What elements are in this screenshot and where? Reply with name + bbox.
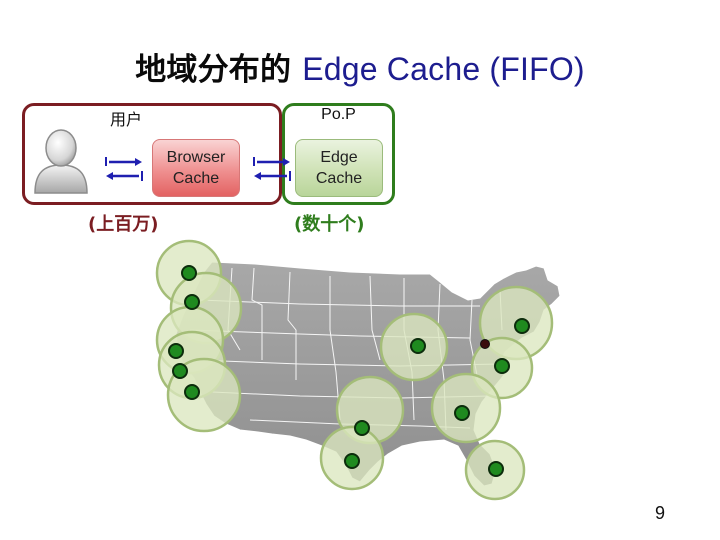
user-avatar-icon xyxy=(34,129,88,194)
bidirectional-arrow-icon xyxy=(253,157,291,181)
pop-node-icon xyxy=(172,363,188,379)
title-chinese: 地域分布的 xyxy=(135,52,292,88)
title-english: Edge Cache (FIFO) xyxy=(302,51,585,87)
pop-node-icon xyxy=(184,384,200,400)
page-title: 地域分布的 Edge Cache (FIFO) xyxy=(0,44,720,89)
origin-dot xyxy=(480,339,490,349)
pop-node-icon xyxy=(410,338,426,354)
user-count-label: (上百万) xyxy=(88,214,159,235)
pop-nodes xyxy=(168,265,530,477)
pop-node-icon xyxy=(514,318,530,334)
coverage-circles xyxy=(155,239,554,501)
edge-cache: Edge Cache xyxy=(295,139,383,197)
slide-number: 9 xyxy=(655,503,666,523)
pop-node-icon xyxy=(354,420,370,436)
pop-label: Po.P xyxy=(321,106,356,123)
pop-node-icon xyxy=(181,265,197,281)
pop-node-icon xyxy=(494,358,510,374)
user-label: 用户 xyxy=(110,110,143,129)
pop-count-label: (数十个) xyxy=(294,214,365,235)
bidirectional-arrow-icon xyxy=(105,157,143,181)
pop-node-icon xyxy=(454,405,470,421)
pop-node-icon xyxy=(184,294,200,310)
browser-cache: Browser Cache xyxy=(152,139,240,197)
coverage-circle xyxy=(166,357,242,433)
pop-node-icon xyxy=(168,343,184,359)
pop-node-icon xyxy=(488,461,504,477)
state-borders xyxy=(189,267,503,431)
pop-node-icon xyxy=(344,453,360,469)
